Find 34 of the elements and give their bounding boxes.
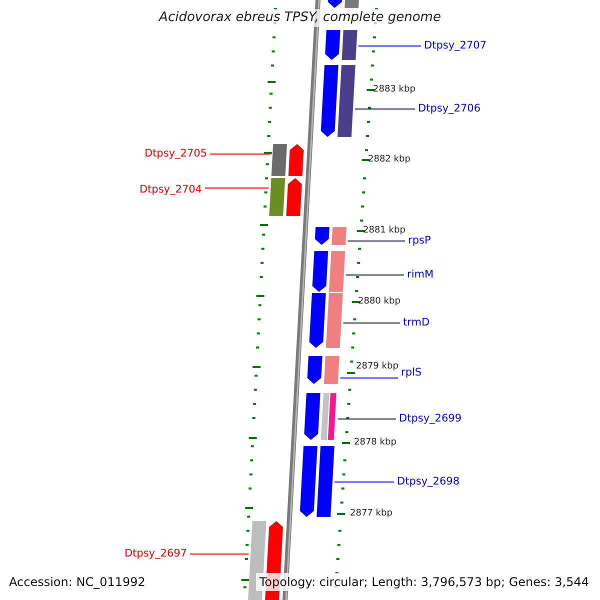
gene-label: Dtpsy_2698 (397, 476, 460, 488)
gene-drawing (306, 356, 340, 384)
gene-drawing (320, 64, 356, 138)
position-label: 2879 kbp (356, 362, 398, 372)
gene-label: Dtpsy_2704 (139, 184, 202, 196)
gene-label: Dtpsy_2699 (399, 412, 462, 426)
leader-line (345, 274, 404, 276)
gene-drawing (328, 0, 360, 8)
position-label: 2881 kbp (363, 226, 406, 236)
gene-label: trmD (403, 316, 430, 330)
position-label: 2882 kbp (368, 154, 410, 166)
gene-label: Dtpsy_2697 (124, 548, 187, 560)
gene-label: Dtpsy_2705 (144, 148, 207, 160)
leader-line (337, 418, 396, 420)
gene-label: Dtpsy_2707 (424, 40, 487, 52)
gene-drawing (271, 144, 304, 176)
gene-drawing (324, 30, 358, 60)
position-label: 2883 kbp (373, 84, 416, 96)
position-label: 2878 kbp (354, 438, 396, 448)
leader-line (354, 108, 416, 110)
gene-label: rplS (401, 366, 422, 380)
position-label: 2877 kbp (350, 508, 392, 520)
gene-drawing (314, 226, 347, 246)
position-label: 2880 kbp (358, 296, 400, 308)
leader-line (342, 322, 400, 324)
gene-label: rpsP (408, 234, 431, 248)
gene-label: Dtpsy_2706 (418, 102, 481, 116)
gene-drawing (308, 292, 344, 348)
gene-drawing (268, 178, 302, 216)
gene-drawing (304, 392, 337, 440)
gene-drawing (300, 446, 335, 518)
gene-drawing (312, 250, 346, 292)
gene-label: rimM (407, 268, 434, 282)
leader-line (347, 240, 406, 242)
